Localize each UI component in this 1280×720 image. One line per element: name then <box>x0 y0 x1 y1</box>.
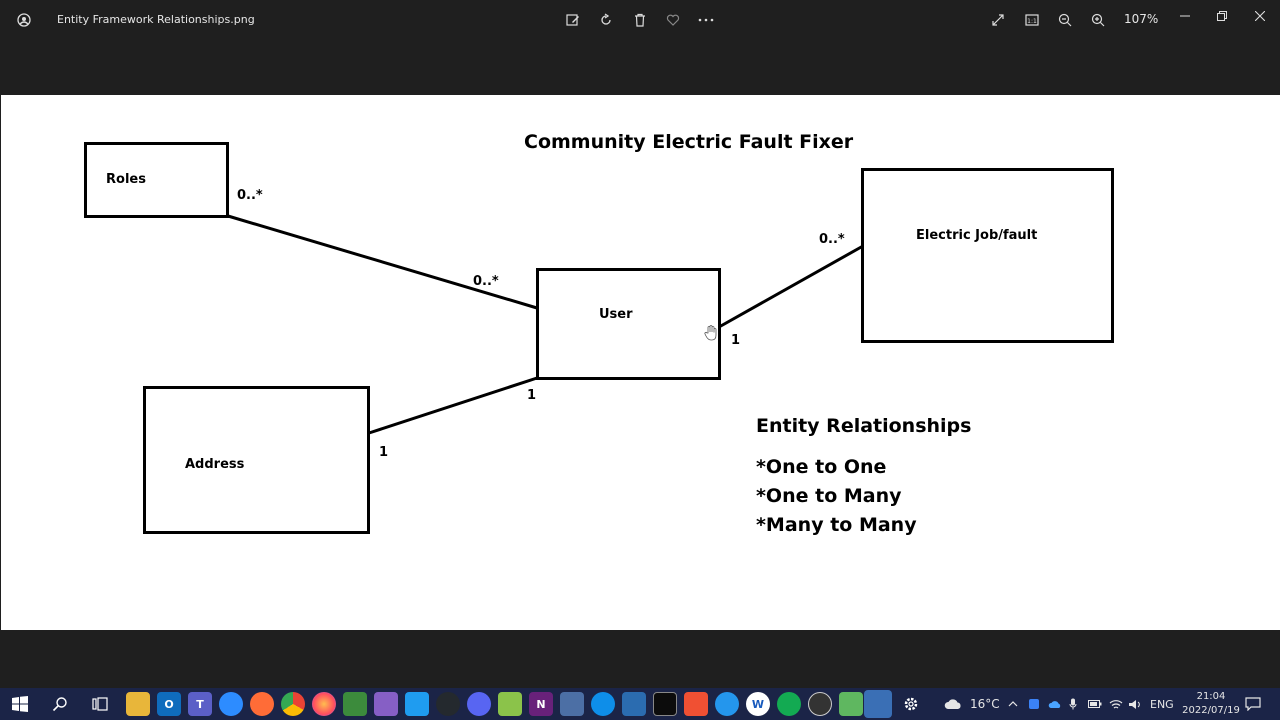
postman-icon[interactable] <box>250 692 274 716</box>
notifications-icon[interactable] <box>1245 688 1261 720</box>
weather-widget[interactable]: 16°C <box>944 688 1000 720</box>
favorite-heart-icon[interactable] <box>661 8 685 32</box>
cloud-icon <box>944 699 961 709</box>
zoom-in-icon[interactable] <box>1086 8 1110 32</box>
title-bar: Entity Framework Relationships.png 1:1 1… <box>0 0 1280 40</box>
image-canvas: Community Electric Fault Fixer Roles Use… <box>1 95 1280 630</box>
chrome-icon[interactable] <box>281 692 305 716</box>
teams-icon[interactable]: T <box>188 692 212 716</box>
roles-user-line <box>227 214 538 310</box>
search-icon[interactable] <box>48 692 72 716</box>
rotate-icon[interactable] <box>594 8 618 32</box>
legend-item: *Many to Many <box>756 514 917 536</box>
outlook-icon[interactable]: O <box>157 692 181 716</box>
entity-roles <box>84 142 229 218</box>
discord-icon[interactable] <box>467 692 491 716</box>
settings-icon[interactable] <box>899 692 923 716</box>
legend-heading: Entity Relationships <box>756 415 972 437</box>
docker-icon[interactable] <box>715 692 739 716</box>
mongodb-icon[interactable] <box>777 692 801 716</box>
photos-app-icon[interactable] <box>8 6 40 34</box>
more-options-icon[interactable] <box>694 8 718 32</box>
task-view-icon[interactable] <box>88 692 112 716</box>
visual-studio-preview-icon[interactable]: N <box>529 692 553 716</box>
multiplicity-user-address: 1 <box>527 388 537 403</box>
tray-overflow-icon[interactable] <box>1008 688 1018 720</box>
git-icon[interactable] <box>684 692 708 716</box>
tray-security-icon[interactable] <box>1028 688 1040 720</box>
clock[interactable]: 21:04 2022/07/19 <box>1180 690 1242 718</box>
firefox-icon[interactable] <box>312 692 336 716</box>
entity-user <box>536 268 721 380</box>
delete-icon[interactable] <box>628 8 652 32</box>
entity-roles-label: Roles <box>106 172 146 187</box>
taskbar: O T N W 16°C ENG 21 <box>0 688 1280 720</box>
user-address-line <box>368 376 538 435</box>
volume-icon[interactable] <box>1128 688 1142 720</box>
vscode-icon[interactable] <box>405 692 429 716</box>
photos-icon[interactable] <box>864 690 892 718</box>
user-job-line <box>718 244 864 329</box>
notepad-icon[interactable] <box>839 692 863 716</box>
file-name: Entity Framework Relationships.png <box>57 13 255 26</box>
multiplicity-roles: 0..* <box>237 188 263 203</box>
ssms-icon[interactable] <box>560 692 584 716</box>
entity-electric-job <box>861 168 1114 343</box>
terminal-icon[interactable] <box>653 692 677 716</box>
fullscreen-icon[interactable] <box>986 8 1010 32</box>
teamviewer-icon[interactable] <box>591 692 615 716</box>
battery-icon[interactable] <box>1088 688 1102 720</box>
zoom-icon[interactable] <box>219 692 243 716</box>
word-icon[interactable]: W <box>746 692 770 716</box>
multiplicity-user-roles: 0..* <box>473 274 499 289</box>
entity-user-label: User <box>599 307 633 322</box>
weather-temperature: 16°C <box>970 697 1000 711</box>
start-icon[interactable] <box>8 692 32 716</box>
github-icon[interactable] <box>436 692 460 716</box>
legend-item: *One to Many <box>756 485 902 507</box>
multiplicity-address: 1 <box>379 445 389 460</box>
microphone-icon[interactable] <box>1069 688 1077 720</box>
multiplicity-user-job: 1 <box>731 333 741 348</box>
entity-address-label: Address <box>185 457 245 472</box>
file-explorer-icon[interactable] <box>126 692 150 716</box>
multiplicity-job: 0..* <box>819 232 845 247</box>
clock-date: 2022/07/19 <box>1182 705 1240 716</box>
diagram-title: Community Electric Fault Fixer <box>524 131 854 153</box>
wifi-icon[interactable] <box>1109 688 1123 720</box>
legend-item: *One to One <box>756 456 887 478</box>
task-manager-icon[interactable] <box>808 692 832 716</box>
zoom-level[interactable]: 107% <box>1124 12 1159 26</box>
edit-image-icon[interactable] <box>561 8 585 32</box>
onedrive-icon[interactable] <box>1048 688 1062 720</box>
notepad-plus-icon[interactable] <box>498 692 522 716</box>
maximize-icon[interactable] <box>1207 6 1237 26</box>
zoom-out-icon[interactable] <box>1053 8 1077 32</box>
clock-time: 21:04 <box>1196 691 1226 702</box>
entity-electric-job-label: Electric Job/fault <box>916 228 1038 243</box>
relationship-lines <box>227 214 864 435</box>
svg-text:1:1: 1:1 <box>1027 18 1037 25</box>
actual-size-icon[interactable]: 1:1 <box>1020 8 1044 32</box>
sourcetree-icon[interactable] <box>343 692 367 716</box>
minimize-icon[interactable] <box>1170 6 1200 26</box>
close-icon[interactable] <box>1245 6 1275 26</box>
visual-studio-icon[interactable] <box>374 692 398 716</box>
input-language[interactable]: ENG <box>1150 697 1174 711</box>
security-icon[interactable] <box>622 692 646 716</box>
entity-address <box>143 386 370 534</box>
